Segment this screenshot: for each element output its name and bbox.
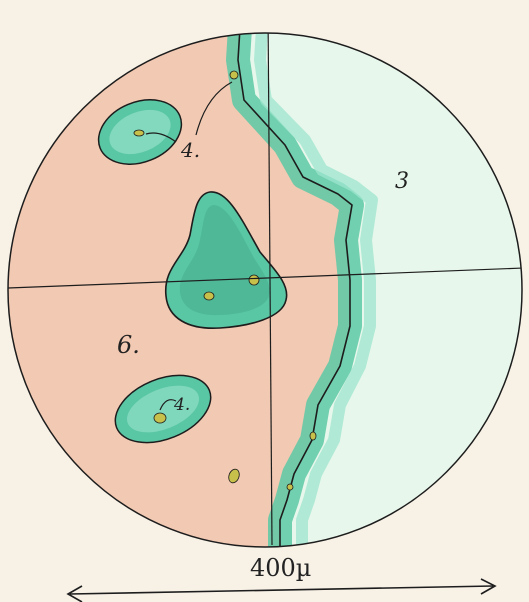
yellow-dot [230, 71, 238, 79]
label-4-bottom: 4. [173, 395, 190, 415]
yellow-dot [287, 484, 293, 490]
yellow-dot [310, 432, 316, 440]
label-region-6: 6. [117, 331, 140, 359]
yellow-dot [204, 292, 214, 300]
yellow-dot [154, 413, 166, 423]
label-4-top: 4. [180, 138, 200, 162]
scale-bar-label: 400µ [250, 554, 311, 582]
yellow-dot [249, 275, 259, 285]
yellow-dot [134, 130, 144, 136]
label-region-3: 3 [395, 169, 409, 194]
